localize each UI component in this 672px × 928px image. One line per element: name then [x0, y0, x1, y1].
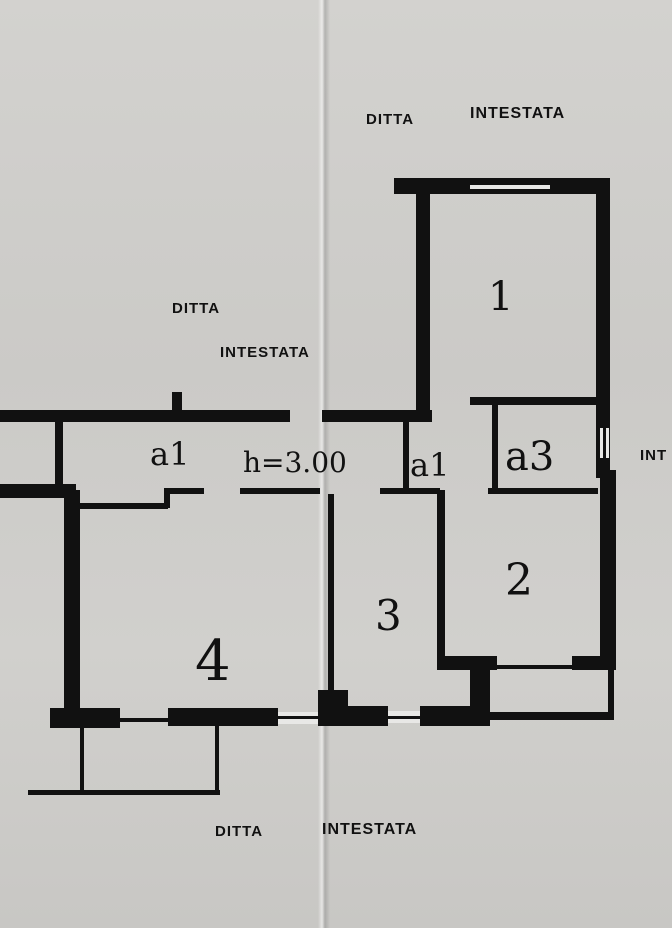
service-room-number: a3 — [505, 434, 554, 480]
corridor-walls — [0, 392, 598, 720]
neighbor-label-bottom-1: DITTA — [215, 823, 263, 840]
neighbor-label-top-right-1: DITTA — [366, 111, 414, 128]
room-4-number: 4 — [195, 629, 231, 694]
room-2-number: 2 — [505, 555, 533, 606]
corridor-left-number: a1 — [150, 435, 189, 473]
room-1-walls — [394, 178, 610, 478]
neighbor-label-top-right-2: INTESTATA — [470, 105, 565, 122]
neighbor-label-left-1: DITTA — [172, 300, 220, 317]
neighbor-label-bottom-2: INTESTATA — [322, 821, 417, 838]
neighbor-label-left-2: INTESTATA — [220, 344, 310, 361]
room-1-number: 1 — [488, 274, 513, 320]
height-note: h=3.00 — [243, 446, 347, 479]
room-2-walls — [437, 470, 616, 726]
neighbor-label-right: INT — [640, 447, 667, 464]
corridor-right-number: a1 — [410, 446, 449, 484]
room-3-number: 3 — [375, 591, 402, 640]
bottom-walls — [50, 690, 490, 728]
balcony-walls — [28, 724, 220, 795]
